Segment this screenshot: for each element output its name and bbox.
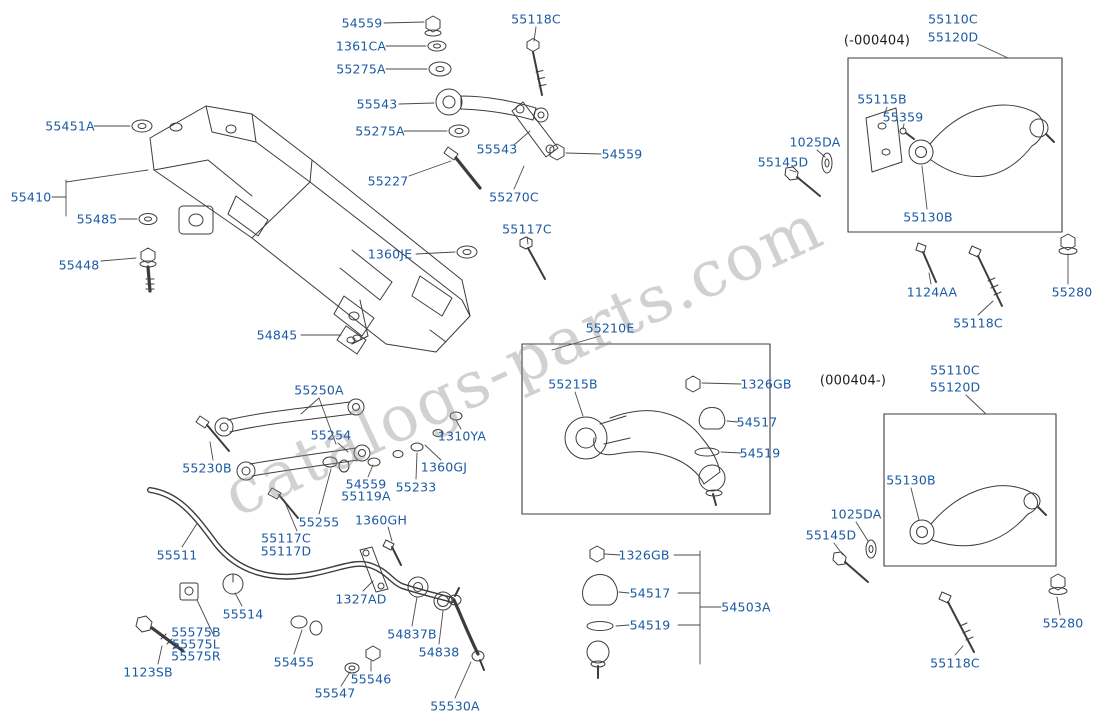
part-number-label: 1360GH xyxy=(354,512,408,528)
part-number-label: 55530A xyxy=(430,698,480,714)
part-number-label: 54559 xyxy=(345,476,387,492)
part-number-label: 1310YA xyxy=(437,428,487,444)
part-number-label: 54519 xyxy=(739,445,781,461)
part-number-label: 54559 xyxy=(601,146,643,162)
part-number-label: 55575L xyxy=(172,636,220,652)
part-number-label: 1360JE xyxy=(367,246,413,262)
part-number-label: 54519 xyxy=(629,617,671,633)
part-number-label: 55546 xyxy=(350,671,392,687)
part-number-label: 54503A xyxy=(721,599,771,615)
part-number-label: 55119A xyxy=(341,488,391,504)
part-number-label: 55130B xyxy=(886,472,936,488)
part-number-label: 55117C xyxy=(261,530,311,546)
part-number-label: 55280 xyxy=(1051,284,1093,300)
part-number-label: 54517 xyxy=(629,585,671,601)
part-number-label: 55110C xyxy=(928,11,978,27)
part-number-label: 54517 xyxy=(736,414,778,430)
trailing-link-assembly xyxy=(424,15,565,190)
upper-control-arm-early xyxy=(784,57,1078,307)
part-number-label: 55227 xyxy=(367,173,409,189)
part-number-label: 54838 xyxy=(418,644,460,660)
part-number-label: 55547 xyxy=(314,685,356,701)
stabilizer-bar-assembly xyxy=(135,487,485,674)
upper-control-arm-late xyxy=(832,413,1068,653)
part-number-label: 55115B xyxy=(857,91,907,107)
ball-joint-kit xyxy=(582,545,618,679)
part-number-label: 55543 xyxy=(356,96,398,112)
part-number-label: 55210E xyxy=(585,320,635,336)
part-number-label: 54559 xyxy=(341,15,383,31)
part-number-label: 55359 xyxy=(882,109,924,125)
part-number-label: 55250A xyxy=(294,382,344,398)
part-number-label: 55118C xyxy=(953,315,1003,331)
part-number-label: 55130B xyxy=(903,209,953,225)
part-number-label: 55270C xyxy=(489,189,539,205)
part-number-label: 55215B xyxy=(548,376,598,392)
lateral-arm-assembly xyxy=(195,398,463,566)
mounting-hardware xyxy=(131,119,546,355)
part-number-label: 55120D xyxy=(929,379,981,395)
part-number-label: 55543 xyxy=(476,141,518,157)
part-number-label: 55117D xyxy=(260,543,312,559)
part-number-label: 1326GB xyxy=(740,376,792,392)
lower-control-arm-assembly xyxy=(521,343,771,515)
part-number-label: 55275A xyxy=(355,123,405,139)
leader-lines xyxy=(51,21,1069,699)
part-number-label: 55275A xyxy=(336,61,386,77)
part-number-label: 55145D xyxy=(805,527,857,543)
part-number-label: 55233 xyxy=(395,479,437,495)
part-number-label: 55575R xyxy=(171,648,221,664)
part-number-label: 55455 xyxy=(273,654,315,670)
variant-caption: (000404-) xyxy=(819,373,887,389)
part-number-label: 55255 xyxy=(298,514,340,530)
part-number-label: 1124AA xyxy=(906,284,958,300)
crossmember xyxy=(149,105,471,353)
part-number-label: 1361CA xyxy=(335,38,387,54)
part-number-label: 1123SB xyxy=(123,664,173,680)
part-number-label: 55511 xyxy=(156,547,198,563)
part-number-label: 55280 xyxy=(1042,615,1084,631)
part-number-label: 55451A xyxy=(45,118,95,134)
part-number-label: 1327AD xyxy=(335,591,387,607)
part-number-label: 55514 xyxy=(222,606,264,622)
part-number-label: 1025DA xyxy=(789,134,841,150)
part-number-label: 55448 xyxy=(58,257,100,273)
part-number-label: 1025DA xyxy=(830,506,882,522)
part-number-label: 55145D xyxy=(757,154,809,170)
part-number-label: 55120D xyxy=(927,29,979,45)
part-number-label: 55118C xyxy=(930,655,980,671)
part-number-label: 55110C xyxy=(930,362,980,378)
variant-caption: (-000404) xyxy=(843,33,911,49)
part-number-label: 55117C xyxy=(502,221,552,237)
part-number-label: 55118C xyxy=(511,11,561,27)
part-number-label: 55410 xyxy=(10,189,52,205)
part-number-label: 1360GJ xyxy=(420,459,468,475)
part-number-label: 55254 xyxy=(310,427,352,443)
part-number-label: 54837B xyxy=(387,626,437,642)
part-number-label: 55575B xyxy=(171,624,221,640)
part-number-label: 55485 xyxy=(76,211,118,227)
part-number-label: 1326GB xyxy=(618,547,670,563)
part-number-label: 55230B xyxy=(182,460,232,476)
part-number-label: 54845 xyxy=(256,327,298,343)
